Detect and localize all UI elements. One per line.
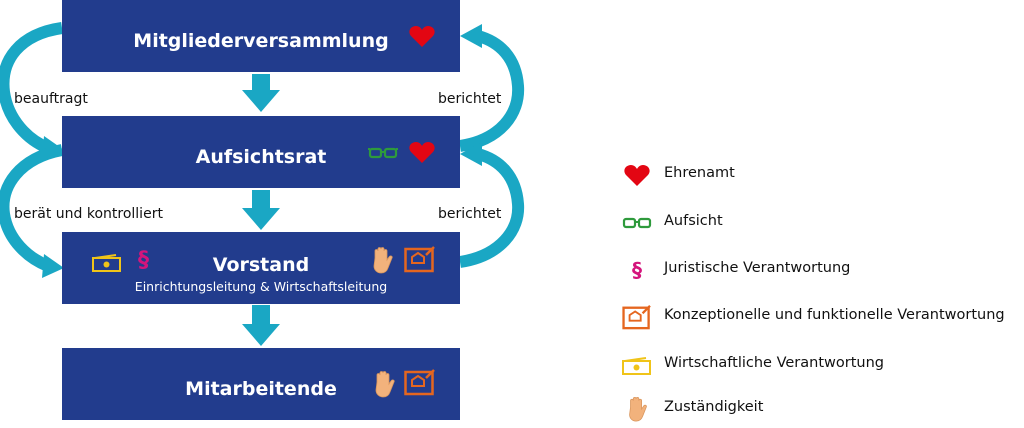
legend-label: Zuständigkeit: [664, 399, 764, 415]
legend-label: Wirtschaftliche Verantwortung: [664, 355, 884, 371]
box-subtitle-vorstand: Einrichtungsleitung & Wirtschaftsleitung: [134, 279, 388, 294]
curved-arrow-right-bottom: [458, 142, 525, 268]
blueprint-icon: [404, 369, 435, 396]
label-berichtet-top: berichtet: [438, 91, 502, 107]
legend-label: Konzeptionelle und funktionelle Verantwo…: [664, 307, 1005, 323]
legend-label: Ehrenamt: [664, 165, 735, 181]
glasses-icon: [368, 147, 398, 159]
box-vorstand: Vorstand Einrichtungsleitung & Wirtschaf…: [62, 232, 460, 304]
blueprint-icon: [404, 246, 435, 273]
label-beauftragt: beauftragt: [14, 91, 88, 107]
heart-icon: [409, 142, 435, 163]
curved-arrow-right-top: [458, 24, 525, 152]
label-berichtet-bottom: berichtet: [438, 206, 502, 222]
box-mitarbeitende: Mitarbeitende: [62, 348, 460, 420]
paragraph-icon: §: [138, 248, 149, 273]
money-icon: [622, 357, 651, 375]
hand-icon: [375, 371, 395, 398]
paragraph-icon: §: [632, 258, 642, 282]
money-icon: [92, 254, 121, 272]
box-title-mitgliederversammlung: Mitgliederversammlung: [133, 30, 389, 52]
box-title-vorstand: Vorstand: [212, 254, 310, 276]
legend-label: Juristische Verantwortung: [664, 260, 851, 276]
heart-icon: [409, 26, 435, 47]
box-mitgliederversammlung: Mitgliederversammlung: [62, 0, 460, 72]
down-arrow-1: [242, 74, 280, 112]
blueprint-icon: [622, 305, 651, 330]
box-title-aufsichtsrat: Aufsichtsrat: [195, 146, 327, 168]
curved-arrow-left-bottom: [0, 144, 64, 278]
heart-icon: [624, 165, 650, 186]
legend-label: Aufsicht: [664, 213, 723, 229]
box-aufsichtsrat: Aufsichtsrat: [62, 116, 460, 188]
down-arrow-2: [242, 190, 280, 230]
down-arrow-3: [242, 305, 280, 346]
box-title-mitarbeitende: Mitarbeitende: [185, 378, 337, 400]
label-beraet-und-kontrolliert: berät und kontrolliert: [14, 206, 163, 222]
glasses-icon: [622, 217, 652, 229]
hand-icon: [629, 397, 647, 422]
hand-icon: [373, 247, 393, 274]
